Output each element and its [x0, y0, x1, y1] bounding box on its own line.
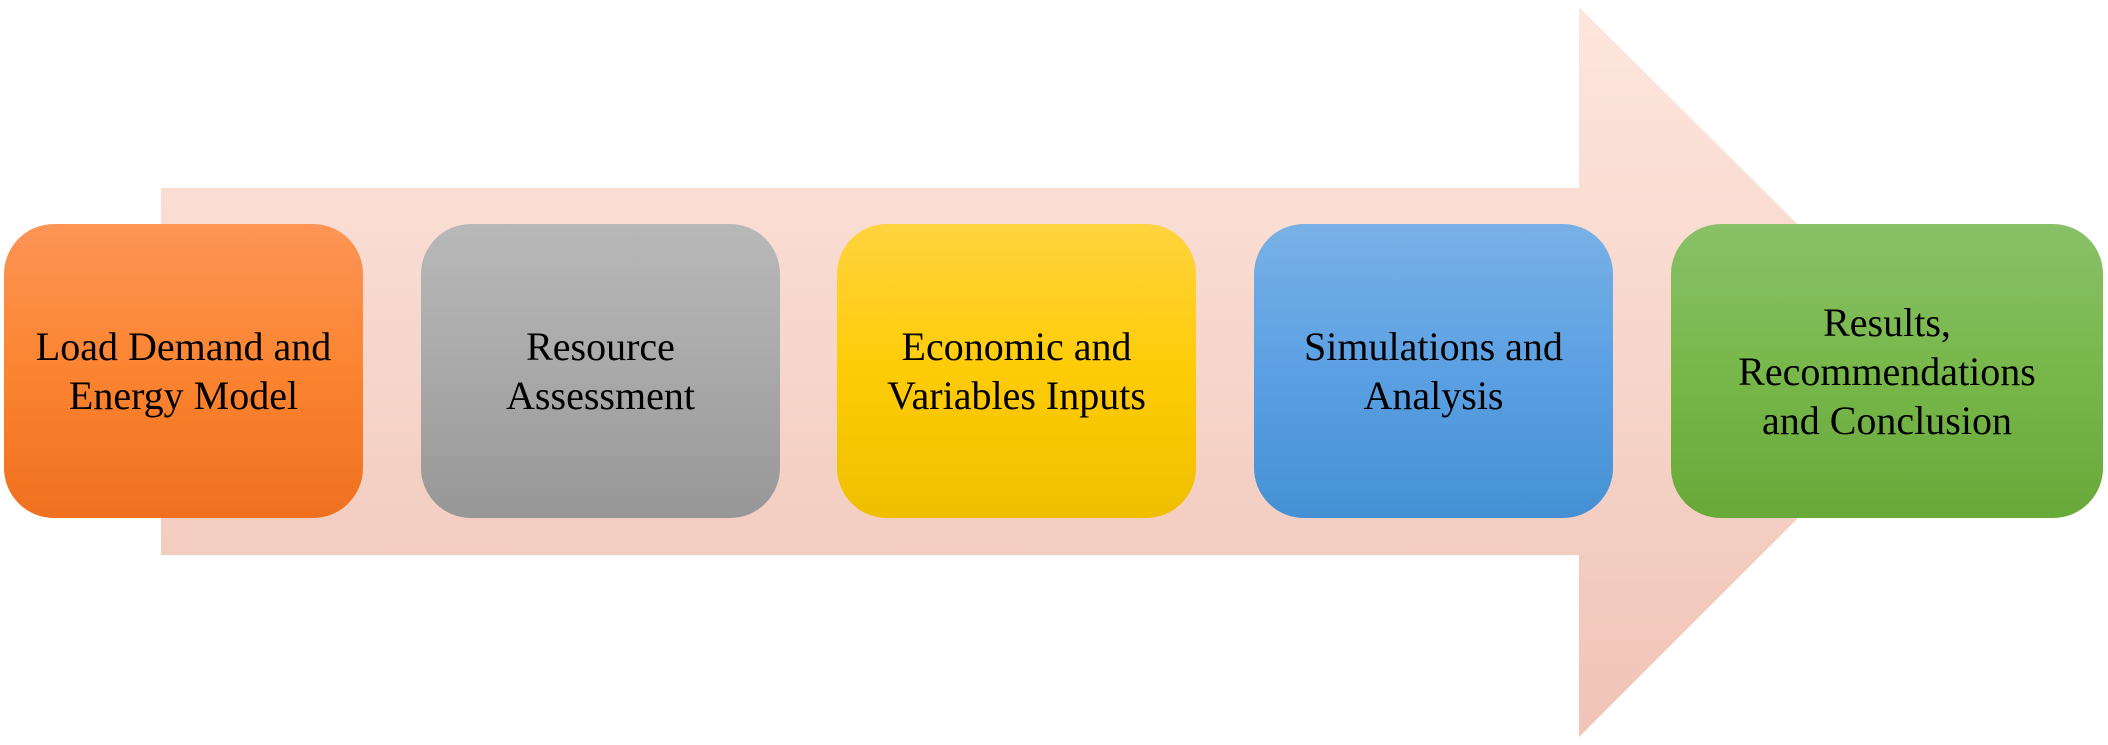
step-resource-assessment: Resource Assessment [421, 224, 780, 518]
step-economic-inputs: Economic and Variables Inputs [837, 224, 1196, 518]
step-label: Results, Recommendations and Conclusion [1738, 299, 2036, 443]
step-label: Economic and Variables Inputs [887, 324, 1146, 418]
step-load-demand: Load Demand and Energy Model [4, 224, 363, 518]
step-results: Results, Recommendations and Conclusion [1671, 224, 2103, 518]
step-simulations-analysis: Simulations and Analysis [1254, 224, 1613, 518]
step-label: Simulations and Analysis [1304, 324, 1563, 418]
step-label: Resource Assessment [506, 324, 695, 418]
step-label: Load Demand and Energy Model [35, 324, 332, 418]
